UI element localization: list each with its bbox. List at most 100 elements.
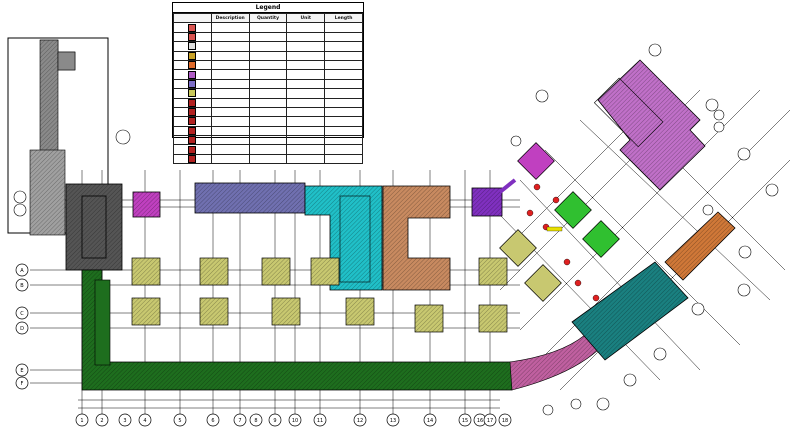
- legend-length: [324, 88, 363, 99]
- legend-description: [210, 135, 250, 146]
- svg-text:10: 10: [292, 418, 298, 424]
- legend-quantity: [248, 31, 288, 43]
- legend-swatch: [173, 69, 212, 80]
- legend-length: [324, 97, 363, 108]
- grid-bubble-bottom: 10: [288, 413, 302, 427]
- legend-quantity: [248, 97, 288, 108]
- legend-row: [173, 106, 363, 118]
- legend-swatch: [173, 135, 212, 146]
- legend-swatch: [173, 97, 212, 108]
- legend-unit: [286, 144, 326, 155]
- legend-unit: [286, 22, 326, 33]
- legend-description: [210, 116, 250, 127]
- grid-bubble-left: F: [15, 376, 29, 390]
- cyan-footing: [304, 185, 383, 291]
- legend-unit: [286, 97, 326, 108]
- purple-pad: [471, 178, 517, 217]
- legend-body: [173, 22, 363, 165]
- svg-text:4: 4: [143, 418, 146, 424]
- grid-bubble-bottom: 11: [313, 413, 327, 427]
- legend-length: [324, 78, 363, 90]
- svg-text:B: B: [20, 283, 24, 289]
- svg-text:11: 11: [317, 418, 323, 424]
- green-wing-pads: [554, 191, 620, 258]
- grid-bubble-bottom: 9: [268, 413, 282, 427]
- legend-description: [210, 78, 250, 90]
- legend-unit: [286, 59, 326, 71]
- grid-bubble-bottom: 5: [173, 413, 187, 427]
- olive-column-pads: [131, 229, 562, 333]
- legend-unit: [286, 69, 326, 80]
- grid-bubble-bottom: 17: [483, 413, 497, 427]
- grid-bubble-bottom: 16: [473, 413, 487, 427]
- legend-unit: [286, 125, 326, 137]
- tan-footing: [382, 185, 451, 291]
- legend-swatch: [173, 78, 212, 90]
- legend-quantity: [248, 50, 288, 61]
- grid-bubble-left: B: [15, 278, 29, 292]
- grid-bubble-bottom: 4: [138, 413, 152, 427]
- pink-curved-footing: [509, 334, 599, 391]
- legend-quantity: [248, 125, 288, 137]
- svg-text:F: F: [21, 381, 24, 387]
- legend-swatch: [173, 88, 212, 99]
- green-perimeter-footing: [81, 269, 513, 391]
- svg-text:16: 16: [477, 418, 483, 424]
- svg-text:E: E: [20, 368, 23, 374]
- legend-quantity: [248, 88, 288, 99]
- svg-text:5: 5: [178, 418, 181, 424]
- legend-description: [210, 50, 250, 61]
- grid-bubble-bottom: 12: [353, 413, 367, 427]
- highlight-tag: [546, 226, 563, 232]
- legend-row: [173, 135, 363, 146]
- legend-row: [173, 88, 363, 99]
- legend-row: [173, 144, 363, 155]
- bottom-dimension-strip: [78, 399, 500, 409]
- legend-header-cell: Description: [210, 12, 250, 24]
- svg-text:3: 3: [123, 418, 126, 424]
- legend-length: [324, 50, 363, 61]
- legend-quantity: [248, 78, 288, 90]
- legend-unit: [286, 116, 326, 127]
- legend-length: [324, 125, 363, 137]
- legend-description: [210, 97, 250, 108]
- grid-bubble-bottom: 6: [206, 413, 220, 427]
- legend-description: [210, 31, 250, 43]
- legend-row: [173, 31, 363, 43]
- legend-length: [324, 153, 363, 165]
- magenta-wing-pad: [517, 142, 555, 180]
- legend-row: [173, 125, 363, 137]
- legend-length: [324, 106, 363, 118]
- legend-row: [173, 153, 363, 165]
- legend-row: [173, 22, 363, 33]
- orange-footing: [664, 211, 736, 281]
- svg-text:12: 12: [357, 418, 363, 424]
- grid-bubble-bottom: 2: [95, 413, 109, 427]
- svg-text:1: 1: [80, 418, 83, 424]
- legend-row: [173, 50, 363, 61]
- legend-unit: [286, 153, 326, 165]
- legend-length: [324, 135, 363, 146]
- legend-row: [173, 59, 363, 71]
- svg-text:8: 8: [254, 418, 257, 424]
- grid-bubble-left: C: [15, 306, 29, 320]
- legend-swatch: [173, 116, 212, 127]
- legend-unit: [286, 50, 326, 61]
- orchid-footing: [593, 59, 706, 191]
- svg-text:C: C: [20, 311, 24, 317]
- legend-length: [324, 31, 363, 43]
- grid-bubble-left: A: [15, 263, 29, 277]
- legend-quantity: [248, 153, 288, 165]
- svg-text:14: 14: [427, 418, 433, 424]
- legend-length: [324, 59, 363, 71]
- legend-length: [324, 22, 363, 33]
- legend-length: [324, 144, 363, 155]
- grid-bubble-bottom: 18: [498, 413, 512, 427]
- legend-description: [210, 144, 250, 155]
- gray-core-shaft: [29, 39, 76, 236]
- svg-text:9: 9: [273, 418, 276, 424]
- legend-swatch: [173, 31, 212, 43]
